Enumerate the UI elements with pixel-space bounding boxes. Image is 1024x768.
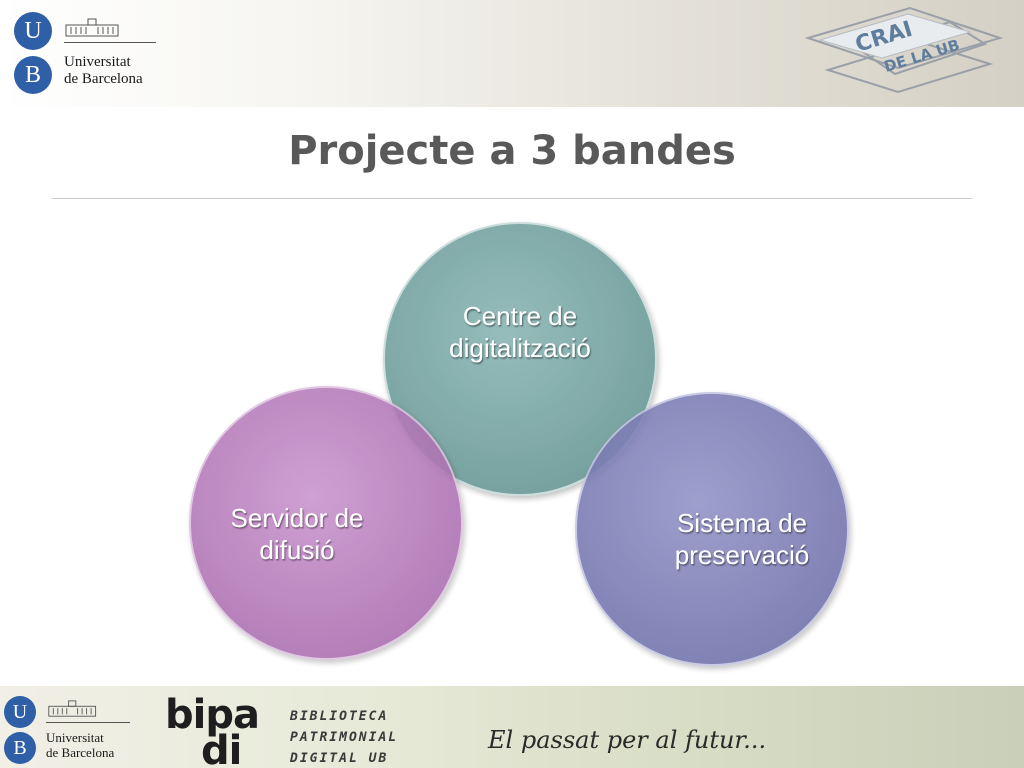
circle-servidor-difusio [189, 386, 463, 660]
library-name: BIBLIOTECA PATRIMONIAL DIGITAL UB [290, 709, 399, 766]
label-servidor-line1: Servidor de [231, 503, 364, 533]
footer-ub-letter-u: U [4, 696, 36, 728]
label-sistema-line1: Sistema de [677, 508, 807, 538]
bipadi-logo: bipa di [165, 692, 260, 766]
university-logo: U B Universitat de Barcelona [14, 12, 164, 98]
footer-motto: El passat per al futur... [488, 726, 767, 754]
footer-banner: U B Universitat de Barcelona bipa di BIB… [0, 686, 1024, 768]
logo-divider [64, 42, 156, 43]
circle-centre-digitalitzacio [383, 222, 657, 496]
university-name: Universitat de Barcelona [64, 54, 143, 87]
circle-sistema-preservacio [575, 392, 849, 666]
label-sistema-line2: preservació [675, 540, 809, 570]
building-icon [65, 18, 119, 37]
crai-logo: CRAI DE LA UB [804, 6, 1004, 94]
footer-ub-letter-b: B [4, 732, 36, 764]
footer-logo-divider [46, 722, 130, 723]
ub-letter-b: B [14, 56, 52, 94]
slide-title: Projecte a 3 bandes [288, 128, 736, 174]
label-servidor-line2: difusió [259, 535, 334, 565]
ub-letter-u: U [14, 12, 52, 50]
title-divider [52, 198, 972, 199]
footer-university-logo: U B Universitat de Barcelona [4, 694, 144, 764]
label-centre-line2: digitalització [449, 333, 591, 363]
bipadi-logo-line1: bipa [165, 692, 259, 738]
bipadi-logo-line2: di [201, 728, 241, 766]
header-banner: U B Universitat de Barcelona CRAI DE LA … [0, 0, 1024, 107]
footer-building-icon [48, 700, 97, 717]
label-centre-line1: Centre de [463, 301, 577, 331]
footer-university-name: Universitat de Barcelona [46, 730, 115, 760]
